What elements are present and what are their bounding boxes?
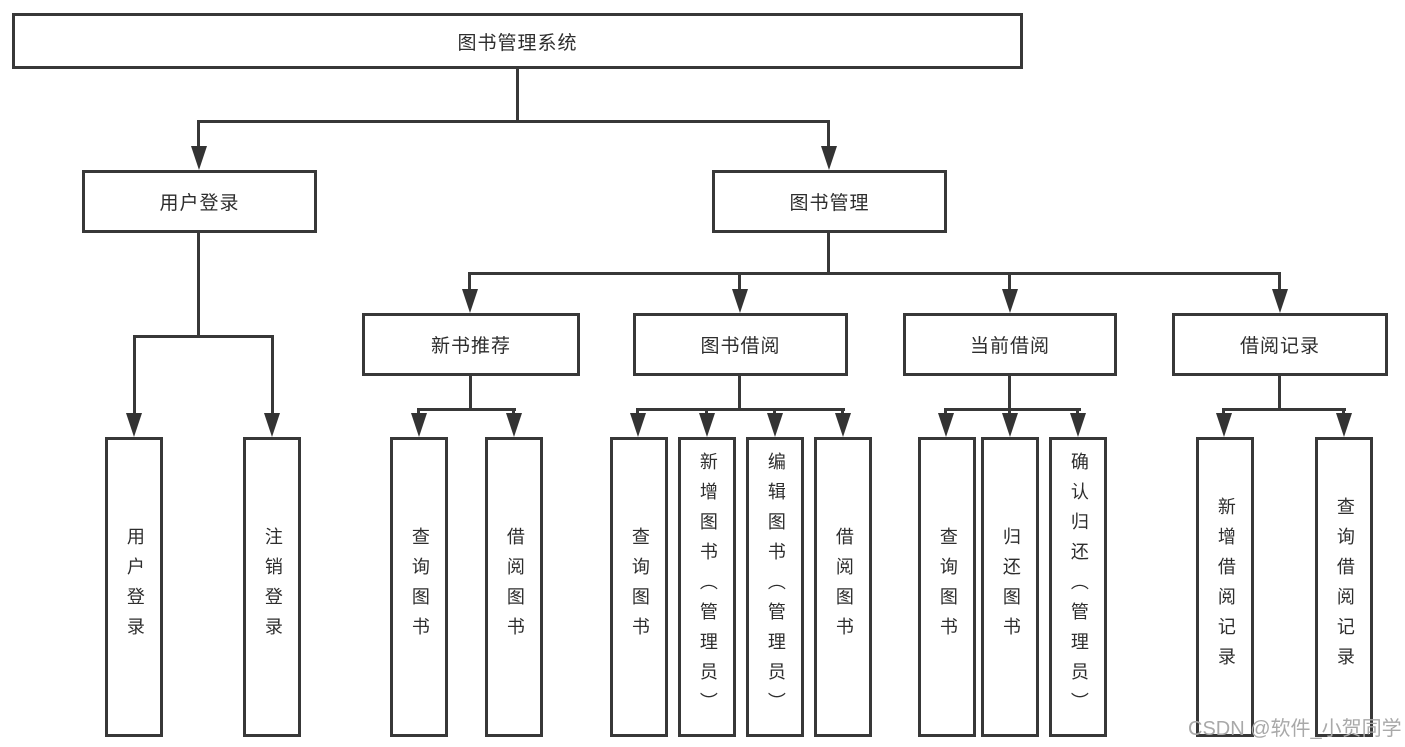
node-user-login: 用户登录 [82,170,317,233]
node-current-borrow: 当前借阅 [903,313,1117,376]
connector-line [636,408,845,411]
leaf-add-book-admin: 新增图书（管理员） [678,437,736,737]
connector-line [133,335,136,417]
connector-line [1076,408,1079,417]
leaf-query-books-recommend: 查询图书 [390,437,448,737]
connector-line [1008,376,1011,410]
connector-line [705,408,708,417]
connector-arrowhead [506,413,522,437]
connector-arrowhead [835,413,851,437]
node-borrow-records: 借阅记录 [1172,313,1388,376]
connector-arrowhead [938,413,954,437]
node-label: 当前借阅 [969,336,1050,357]
connector-arrowhead [767,413,783,437]
connector-line [417,408,516,411]
connector-arrowhead [462,289,478,313]
connector-line [636,408,639,417]
leaf-user-login: 用户登录 [105,437,163,737]
connector-line [1222,408,1346,411]
connector-line [417,408,420,417]
connector-line [1008,272,1011,293]
connector-line [1342,408,1345,417]
connector-arrowhead [1070,413,1086,437]
node-root: 图书管理系统 [12,13,1023,69]
node-label: 确认归还（管理员） [1068,452,1089,722]
connector-line [827,120,830,150]
connector-line [468,272,471,293]
csdn-watermark: CSDN @软件_小贺同学 [1188,718,1402,740]
node-label: 借阅图书 [504,527,525,647]
connector-line [516,69,519,120]
connector-arrowhead [1272,289,1288,313]
leaf-query-books-current: 查询图书 [918,437,976,737]
connector-arrowhead [821,146,837,170]
node-label: 新增图书（管理员） [697,452,718,722]
connector-line [738,272,741,293]
connector-line [197,120,830,123]
connector-line [841,408,844,417]
leaf-add-borrow-record: 新增借阅记录 [1196,437,1254,737]
connector-line [1278,272,1281,293]
connector-arrowhead [411,413,427,437]
connector-arrowhead [1002,289,1018,313]
node-label: 用户登录 [124,527,145,647]
connector-arrowhead [732,289,748,313]
leaf-return-book: 归还图书 [981,437,1039,737]
node-label: 归还图书 [1000,527,1021,647]
connector-line [944,408,1081,411]
connector-arrowhead [1336,413,1352,437]
leaf-logout: 注销登录 [243,437,301,737]
node-label: 查询借阅记录 [1334,497,1355,677]
leaf-query-borrow-record: 查询借阅记录 [1315,437,1373,737]
node-label: 借阅图书 [833,527,854,647]
node-label: 注销登录 [262,527,283,647]
node-label: 用户登录 [159,193,240,214]
connector-arrowhead [699,413,715,437]
connector-line [738,376,741,410]
node-label: 查询图书 [629,527,650,647]
connector-line [1222,408,1225,417]
node-label: 借阅记录 [1239,336,1320,357]
node-new-book-recommend: 新书推荐 [362,313,580,376]
connector-line [271,335,274,417]
node-label: 查询图书 [937,527,958,647]
connector-line [468,272,1281,275]
leaf-edit-book-admin: 编辑图书（管理员） [746,437,804,737]
leaf-borrow-books: 借阅图书 [814,437,872,737]
node-book-borrow: 图书借阅 [633,313,848,376]
connector-line [469,376,472,410]
node-label: 编辑图书（管理员） [765,452,786,722]
node-label: 查询图书 [409,527,430,647]
node-label: 图书管理系统 [457,32,578,54]
leaf-query-books-borrow: 查询图书 [610,437,668,737]
node-label: 新书推荐 [430,336,511,357]
leaf-confirm-return-admin: 确认归还（管理员） [1049,437,1107,737]
node-label: 新增借阅记录 [1215,497,1236,677]
connector-line [197,120,200,150]
connector-line [773,408,776,417]
connector-line [944,408,947,417]
connector-line [1008,408,1011,417]
connector-arrowhead [191,146,207,170]
connector-line [1278,376,1281,410]
connector-arrowhead [126,413,142,437]
node-label: 图书管理 [789,193,870,214]
connector-arrowhead [1216,413,1232,437]
connector-line [827,233,830,274]
connector-arrowhead [264,413,280,437]
node-label: 图书借阅 [700,336,781,357]
connector-line [197,233,200,337]
connector-arrowhead [1002,413,1018,437]
connector-arrowhead [630,413,646,437]
connector-line [512,408,515,417]
connector-line [133,335,274,338]
leaf-borrow-books-recommend: 借阅图书 [485,437,543,737]
node-book-management: 图书管理 [712,170,947,233]
